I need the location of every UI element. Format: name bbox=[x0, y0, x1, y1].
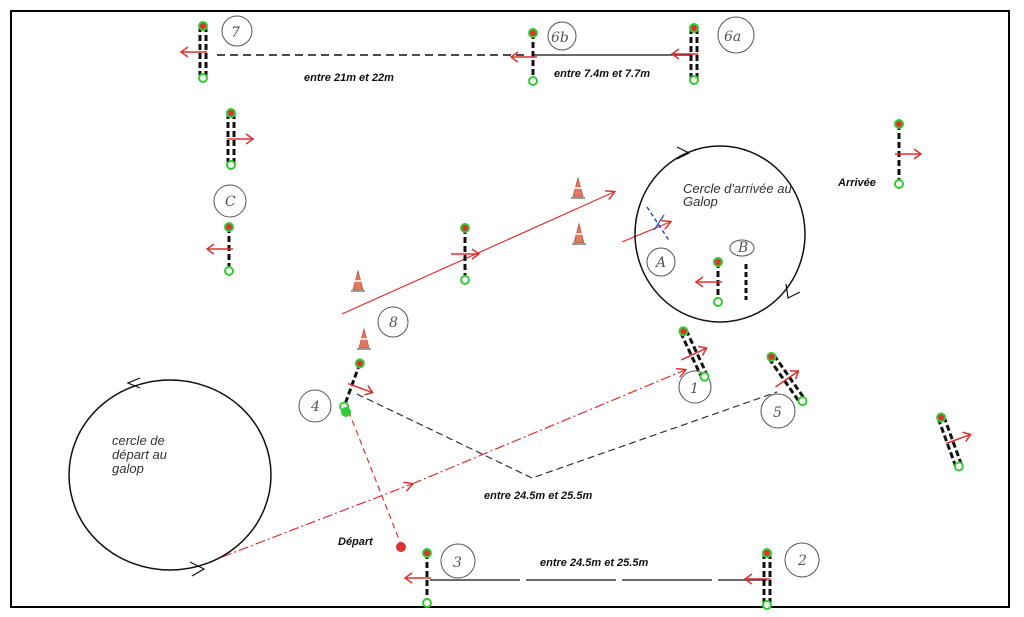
label-6a: 6a bbox=[724, 29, 741, 45]
distance-3-2: entre 24.5m et 25.5m bbox=[540, 557, 648, 569]
cone-4 bbox=[357, 327, 371, 350]
label-7: 7 bbox=[231, 25, 240, 41]
obstacle-2 bbox=[743, 548, 772, 610]
distance-7-6b: entre 21m et 22m bbox=[304, 72, 394, 84]
label-3: 3 bbox=[453, 555, 462, 571]
line-4-5 bbox=[356, 391, 778, 479]
cone-3 bbox=[351, 269, 365, 292]
obstacle-mid bbox=[451, 223, 481, 285]
depart-circle bbox=[68, 379, 272, 571]
path-to-1 bbox=[411, 370, 685, 485]
arrival-circle-arrow-top bbox=[676, 146, 691, 160]
depart-label: Départ bbox=[338, 536, 374, 548]
depart-circle-arrow-bottom bbox=[189, 561, 206, 577]
cone-2 bbox=[572, 222, 586, 245]
depart-circle-arrow-top bbox=[126, 377, 141, 389]
cone-group bbox=[351, 176, 586, 350]
obstacle-arrivee bbox=[894, 119, 923, 189]
path-depart-to-4 bbox=[346, 406, 403, 548]
obstacle-1 bbox=[678, 326, 710, 382]
label-A: A bbox=[654, 255, 666, 271]
label-8: 8 bbox=[389, 315, 398, 331]
depart-point bbox=[396, 542, 406, 552]
point-4-green bbox=[341, 407, 351, 417]
label-1: 1 bbox=[690, 381, 699, 397]
arrivee-label: Arrivée bbox=[837, 177, 876, 189]
obstacle-group bbox=[179, 21, 972, 610]
obstacle-6b bbox=[509, 28, 538, 86]
gate-A-cross bbox=[653, 214, 665, 231]
arrival-circle bbox=[634, 145, 806, 323]
label-C: C bbox=[225, 194, 236, 210]
label-B: B bbox=[737, 240, 748, 256]
obstacle-b-left bbox=[694, 257, 723, 307]
arrival-circle-arrow-right bbox=[785, 283, 801, 299]
obstacle-7 bbox=[179, 21, 208, 83]
course-diagram: entre 21m et 22m entre 7.4m et 7.7m entr… bbox=[68, 15, 972, 610]
label-2: 2 bbox=[797, 553, 807, 569]
obstacle-6a bbox=[670, 23, 699, 85]
distance-6b-6a: entre 7.4m et 7.7m bbox=[554, 68, 650, 80]
path-to-A bbox=[621, 222, 670, 243]
label-5: 5 bbox=[773, 405, 782, 421]
distance-4-5: entre 24.5m et 25.5m bbox=[484, 490, 592, 502]
obstacle-c-bottom bbox=[205, 222, 234, 276]
obstacle-3 bbox=[403, 548, 432, 608]
obstacle-c-top bbox=[226, 108, 255, 170]
path-start-circle-to-1 bbox=[221, 484, 412, 558]
gate-A bbox=[646, 206, 671, 243]
label-6b: 6b bbox=[551, 30, 569, 46]
obstacle-right bbox=[936, 412, 972, 472]
label-4: 4 bbox=[310, 399, 320, 415]
diagram-frame: entre 21m et 22m entre 7.4m et 7.7m entr… bbox=[10, 10, 1010, 610]
cone-1 bbox=[571, 176, 585, 199]
